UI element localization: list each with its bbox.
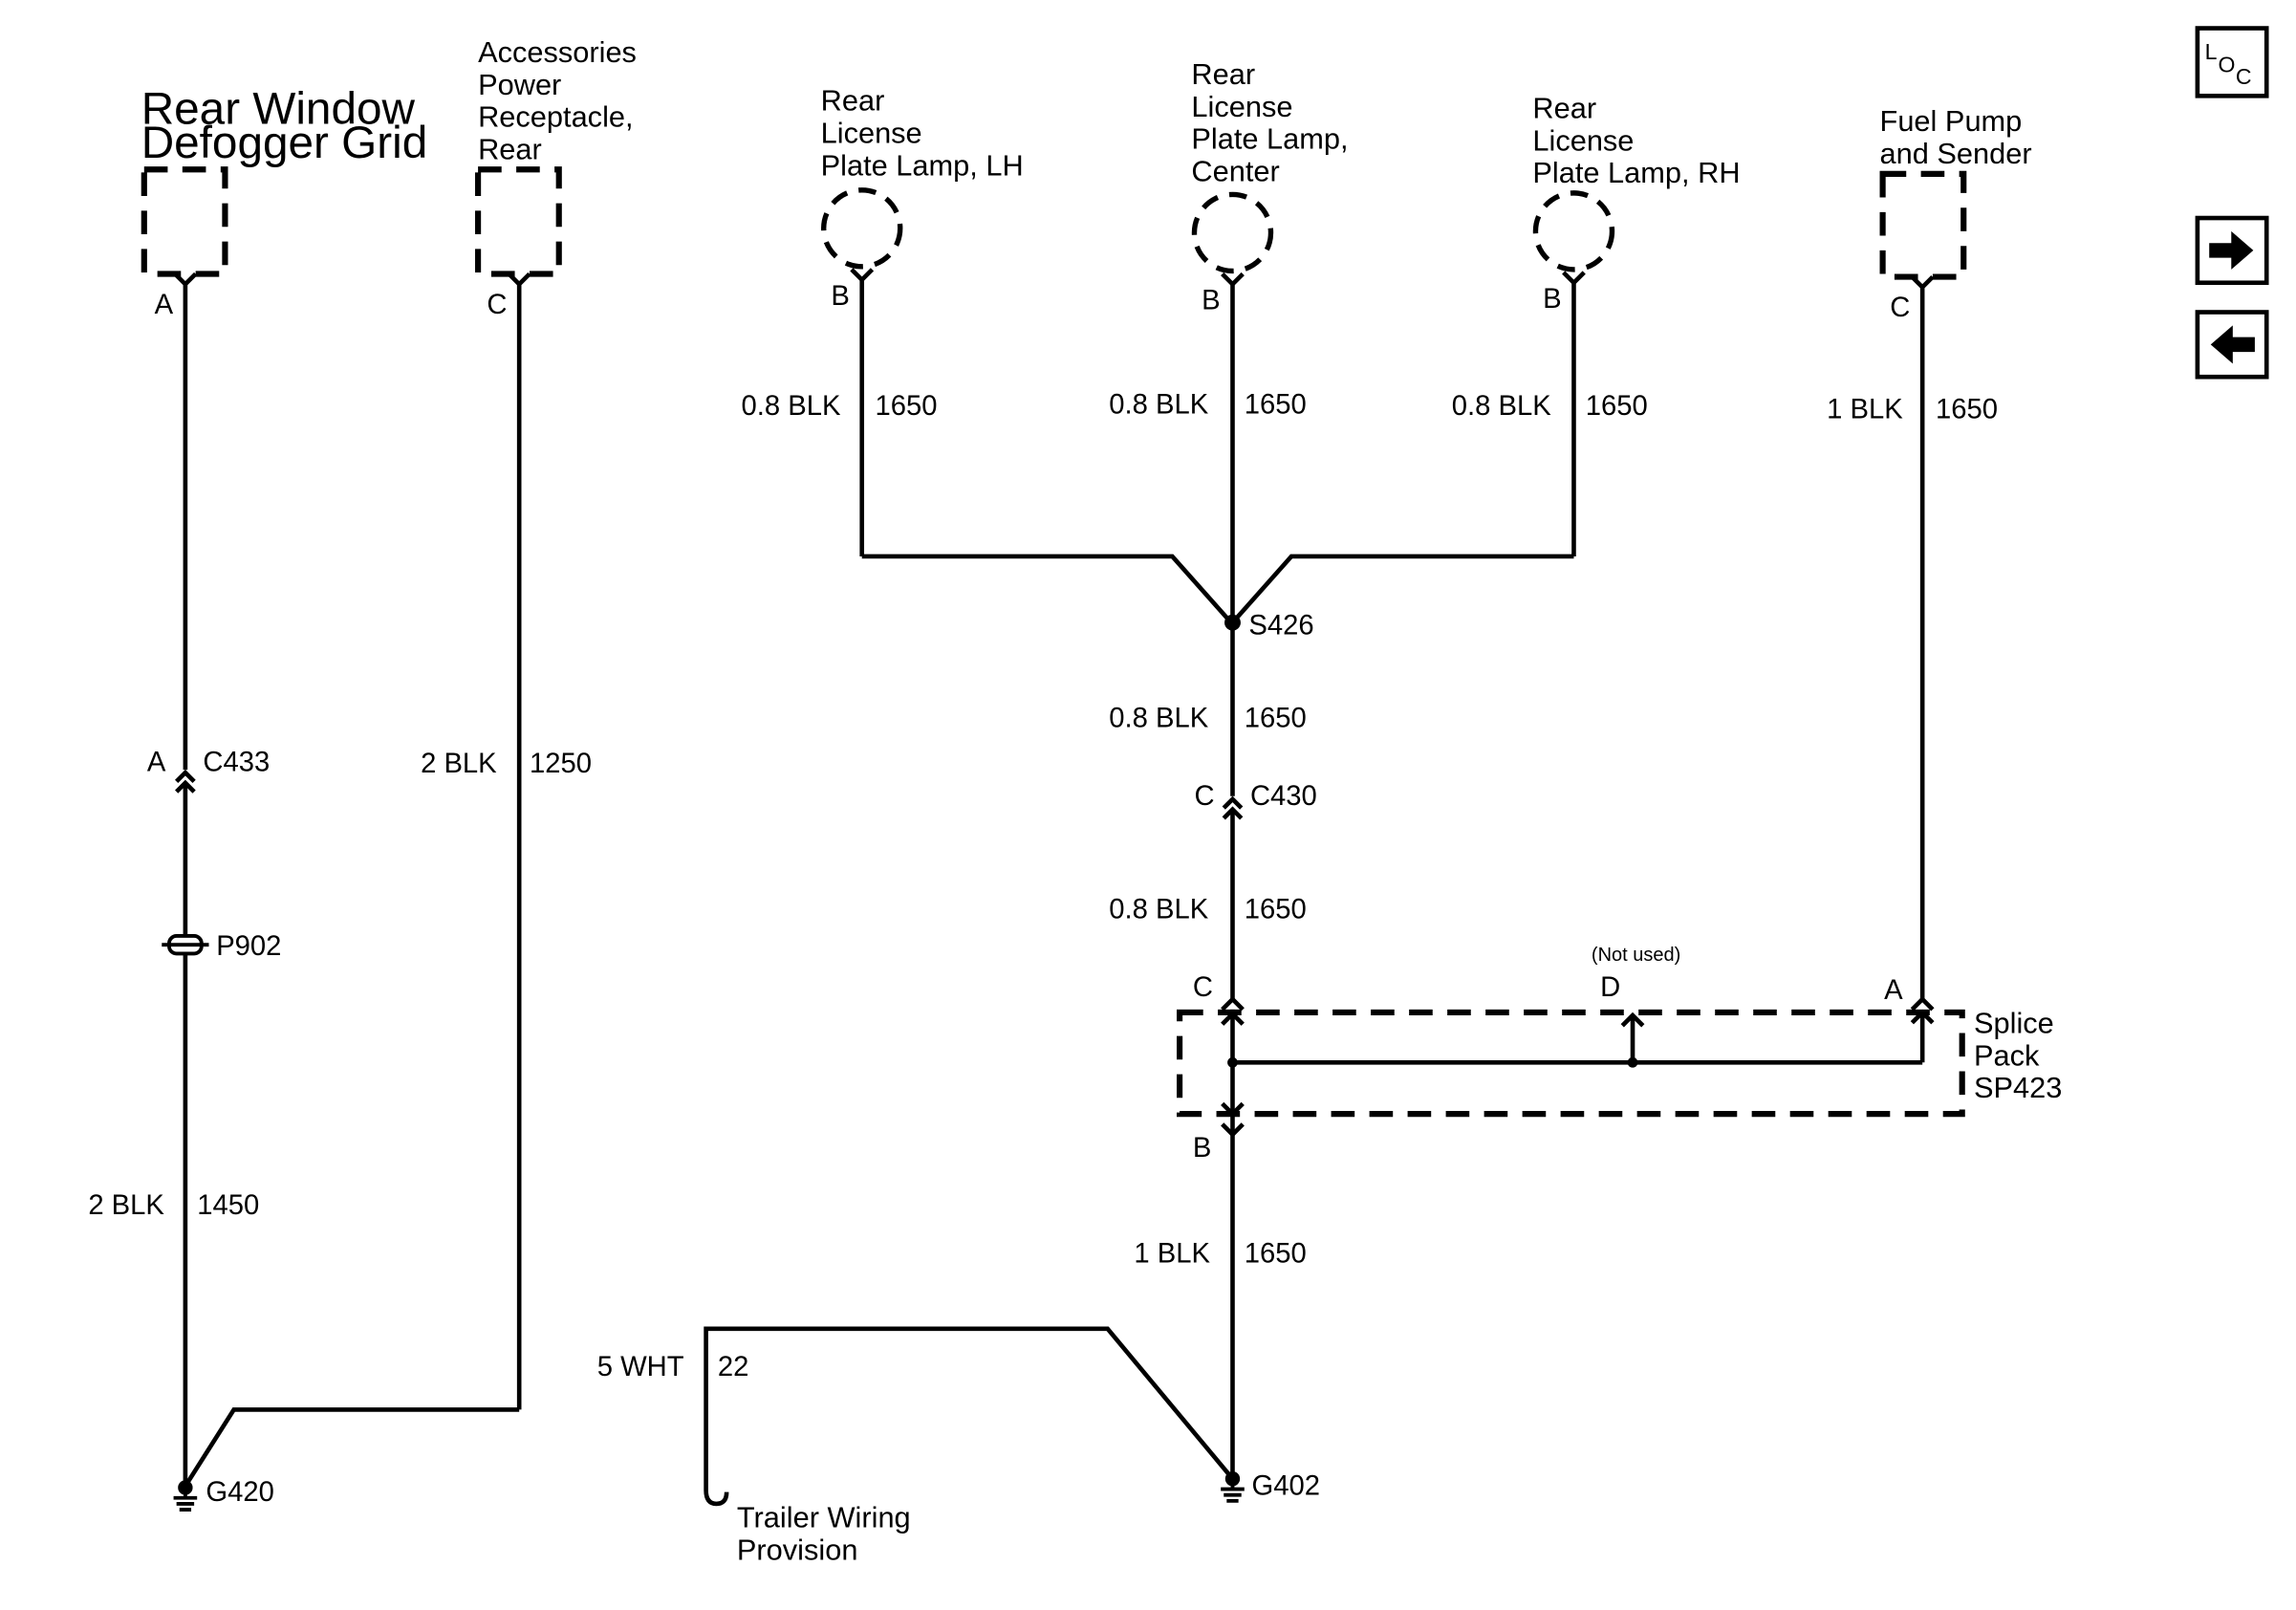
sp-to-g402: 1 BLK 1650 bbox=[1134, 1115, 1307, 1479]
splice-pack-sp423: C D (Not used) A B Splice Pack SP423 bbox=[1177, 945, 2062, 1164]
receptacle-branch: Accessories Power Receptacle, Rear C 2 B… bbox=[183, 35, 644, 1488]
c430-sp-wire-gauge: 0.8 BLK bbox=[1109, 894, 1208, 925]
lamp-rh-bulb-icon bbox=[1532, 190, 1615, 272]
lamp-rh-pin-label: B bbox=[1543, 284, 1562, 315]
lamp-center-wire-circuit: 1650 bbox=[1245, 390, 1307, 421]
not-used-label: (Not used) bbox=[1592, 945, 1680, 966]
c430-sp-wire-circuit: 1650 bbox=[1245, 894, 1307, 925]
sp-g402-wire-circuit: 1650 bbox=[1245, 1239, 1307, 1270]
s426-c430-wire-circuit: 1650 bbox=[1245, 703, 1307, 733]
g420-ground: G420 bbox=[173, 1477, 274, 1512]
g402-ground: G402 bbox=[1221, 1471, 1320, 1503]
lamp-rh-wire-circuit: 1650 bbox=[1586, 391, 1648, 422]
defogger-label: Rear Window Defogger Grid bbox=[141, 84, 428, 168]
sp-g402-wire-gauge: 1 BLK bbox=[1134, 1239, 1210, 1270]
plate-lamp-lh: Rear License Plate Lamp, LH B 0.8 BLK 16… bbox=[742, 84, 1233, 624]
loc-letter-o: O bbox=[2218, 53, 2235, 77]
plate-lamp-lh-label: Rear License Plate Lamp, LH bbox=[821, 84, 1024, 183]
receptacle-label: Accessories Power Receptacle, Rear bbox=[478, 35, 644, 166]
c433-label: C433 bbox=[203, 748, 270, 778]
plate-lamp-rh-label: Rear License Plate Lamp, RH bbox=[1532, 91, 1740, 189]
plate-lamp-center-label: Rear License Plate Lamp, Center bbox=[1191, 57, 1356, 188]
plate-lamp-rh: Rear License Plate Lamp, RH B 0.8 BLK 16… bbox=[1230, 91, 1741, 624]
sp-pin-b-label: B bbox=[1193, 1133, 1211, 1164]
arrow-right-icon bbox=[2209, 230, 2254, 270]
trailer-branch: 5 WHT 22 Trailer Wiring Provision bbox=[597, 1326, 1235, 1567]
fuel-pump-component-box bbox=[1879, 170, 1967, 280]
s426-c430-wire-gauge: 0.8 BLK bbox=[1109, 703, 1208, 733]
trailer-label: Trailer Wiring Provision bbox=[737, 1501, 919, 1567]
next-page-button[interactable] bbox=[2195, 215, 2269, 286]
lamp-lh-wire-circuit: 1650 bbox=[876, 391, 938, 422]
receptacle-wire-circuit: 1250 bbox=[530, 749, 592, 779]
loc-button[interactable]: L O C bbox=[2195, 26, 2269, 98]
c430-label: C430 bbox=[1250, 781, 1317, 812]
lamp-center-bulb-icon bbox=[1191, 191, 1274, 274]
sp-pin-c-label: C bbox=[1193, 972, 1213, 1003]
defogger-pin-label: A bbox=[155, 290, 174, 320]
defogger-branch: Rear Window Defogger Grid A A C433 P902 … bbox=[88, 84, 427, 1487]
prev-page-button[interactable] bbox=[2195, 310, 2269, 380]
plate-lamp-center: Rear License Plate Lamp, Center B 0.8 BL… bbox=[1109, 57, 1356, 623]
p902-label: P902 bbox=[216, 931, 281, 962]
g420-label: G420 bbox=[206, 1477, 273, 1508]
c433-connector: A C433 bbox=[147, 748, 270, 794]
lamp-center-pin-label: B bbox=[1202, 285, 1220, 315]
lamp-rh-wire-gauge: 0.8 BLK bbox=[1452, 391, 1551, 422]
arrow-left-icon bbox=[2210, 325, 2255, 364]
fuel-pump-wire-gauge: 1 BLK bbox=[1827, 394, 1903, 424]
defogger-component-box bbox=[141, 166, 228, 277]
fuel-pump-wire-circuit: 1650 bbox=[1936, 394, 1998, 424]
lamp-lh-wire-gauge: 0.8 BLK bbox=[742, 391, 841, 422]
defogger-ground-circuit: 1450 bbox=[197, 1190, 259, 1221]
lamp-lh-bulb-icon bbox=[821, 187, 903, 270]
receptacle-pin-label: C bbox=[487, 290, 507, 320]
loc-letter-l: L bbox=[2205, 39, 2218, 64]
sp-pin-d-label: D bbox=[1600, 972, 1620, 1003]
p902-pass-through: P902 bbox=[162, 931, 281, 962]
fuel-pump-label: Fuel Pump and Sender bbox=[1880, 104, 2032, 170]
trailer-wire-circuit: 22 bbox=[718, 1352, 749, 1382]
g402-label: G402 bbox=[1251, 1471, 1319, 1502]
receptacle-component-box bbox=[475, 166, 562, 277]
sp-pin-a-label: A bbox=[1884, 975, 1903, 1006]
c433-pin-label: A bbox=[147, 748, 166, 778]
lamp-center-wire-gauge: 0.8 BLK bbox=[1109, 390, 1208, 421]
receptacle-wire-gauge: 2 BLK bbox=[421, 749, 497, 779]
lamp-lh-pin-label: B bbox=[831, 281, 849, 312]
defogger-ground-gauge: 2 BLK bbox=[88, 1190, 164, 1221]
s426-label: S426 bbox=[1248, 611, 1313, 642]
trailer-wire-gauge: 5 WHT bbox=[597, 1352, 684, 1382]
splice-pack-label: Splice Pack SP423 bbox=[1974, 1007, 2062, 1105]
loc-letter-c: C bbox=[2236, 64, 2252, 89]
fuel-pump-pin-label: C bbox=[1890, 293, 1910, 323]
fuel-pump-branch: Fuel Pump and Sender C 1 BLK 1650 bbox=[1827, 104, 2032, 1001]
c430-pin-label: C bbox=[1194, 781, 1214, 812]
splice-pack-box bbox=[1177, 1009, 1965, 1118]
c430-connector: C C430 bbox=[1194, 781, 1317, 820]
center-trunk: 0.8 BLK 1650 C C430 0.8 BLK 1650 bbox=[1109, 622, 1317, 1001]
